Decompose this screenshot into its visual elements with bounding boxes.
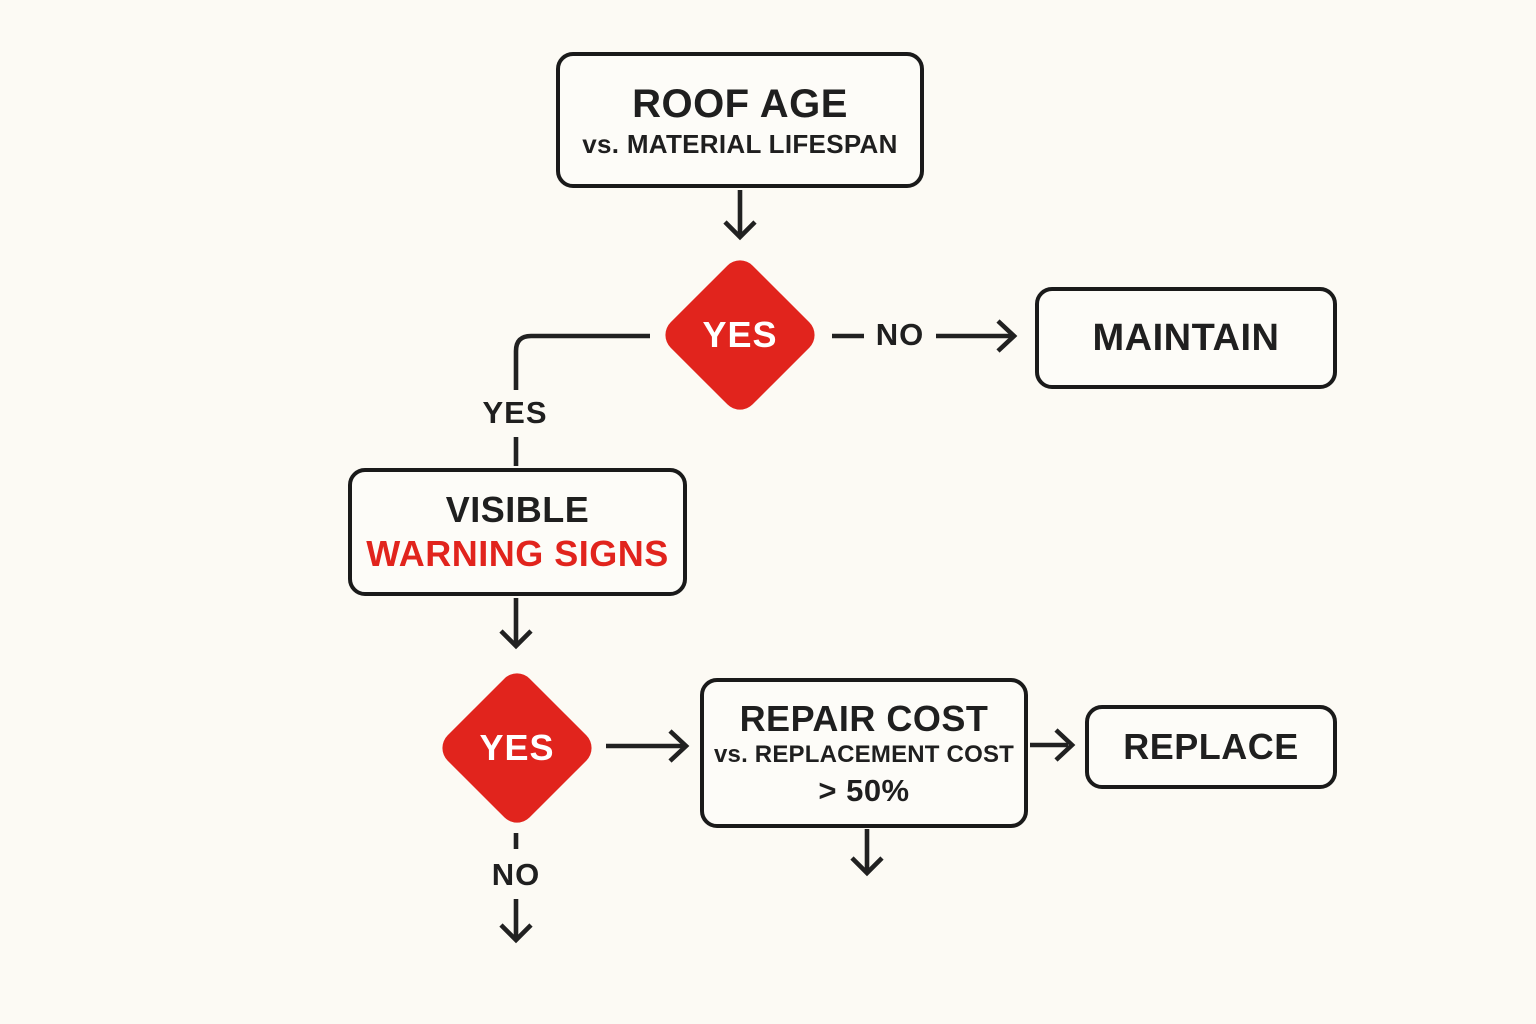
node-repair-subtitle: vs. REPLACEMENT COST	[713, 741, 1015, 769]
node-visible-title: VISIBLE	[445, 489, 590, 531]
decision-label: YES	[702, 314, 778, 355]
node-repair-cost: REPAIR COST vs. REPLACEMENT COST > 50%	[700, 678, 1028, 828]
node-repair-title: REPAIR COST	[739, 697, 989, 739]
node-visible-warning-signs: VISIBLE WARNING SIGNS	[348, 468, 687, 596]
node-roof-age-subtitle: vs. MATERIAL LIFESPAN	[582, 128, 898, 159]
node-maintain-label: MAINTAIN	[1092, 316, 1280, 359]
node-visible-subtitle: WARNING SIGNS	[366, 533, 669, 574]
arrow-down-icon	[850, 829, 884, 877]
arrow-right-icon	[1030, 728, 1076, 762]
arrow-down-icon	[499, 598, 533, 650]
edge-label-no-bottom: NO	[491, 857, 541, 892]
edge-label-yes: YES	[482, 395, 548, 430]
node-roof-age-title: ROOF AGE	[632, 81, 848, 126]
node-roof-age: ROOF AGE vs. MATERIAL LIFESPAN	[556, 52, 924, 188]
arrow-down-icon	[723, 190, 757, 241]
node-replace: REPLACE	[1085, 705, 1337, 789]
arrow-down-icon	[499, 833, 533, 944]
elbow-connector-yes	[513, 333, 650, 466]
arrow-right-icon	[832, 319, 1018, 353]
node-repair-threshold: > 50%	[818, 772, 910, 808]
decision-label: YES	[479, 727, 555, 768]
node-replace-label: REPLACE	[1123, 726, 1299, 768]
arrow-right-icon	[606, 729, 690, 763]
node-maintain: MAINTAIN	[1035, 287, 1337, 389]
edge-label-no: NO	[875, 317, 925, 352]
